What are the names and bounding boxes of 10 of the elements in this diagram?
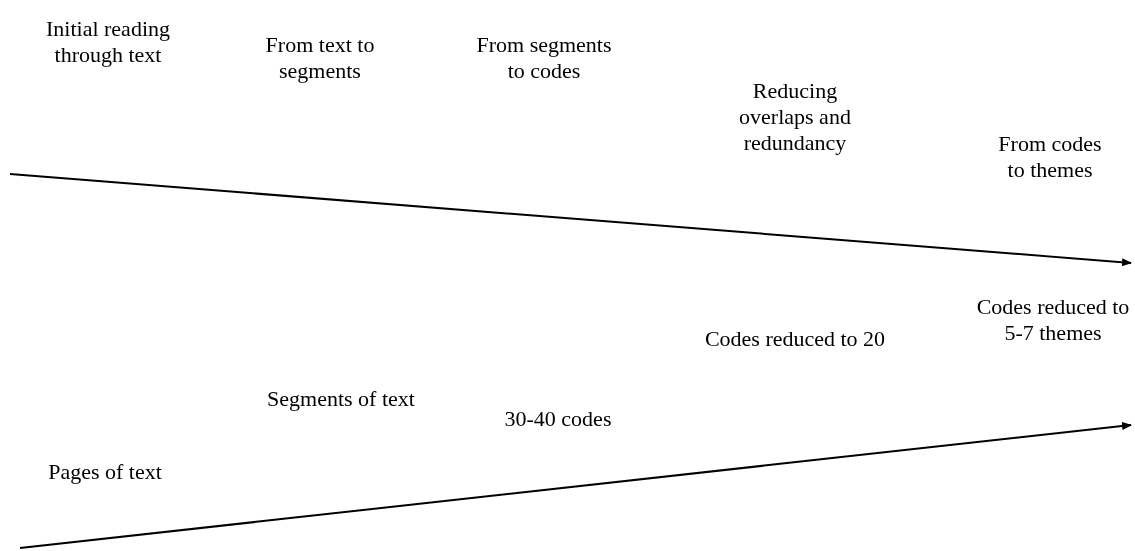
stage-label: Codes reduced to 20 bbox=[703, 326, 887, 352]
stage-label: Pages of text bbox=[47, 459, 163, 485]
stage-label: Reducing overlaps and redundancy bbox=[739, 78, 851, 156]
stage-label: From segments to codes bbox=[475, 32, 613, 84]
stage-label: Segments of text bbox=[266, 386, 416, 412]
stage-label: Codes reduced to 5-7 themes bbox=[975, 294, 1131, 346]
stage-label: From codes to themes bbox=[997, 131, 1103, 183]
stage-label: 30-40 codes bbox=[503, 406, 613, 432]
stage-label: From text to segments bbox=[264, 32, 376, 84]
stage-label: Initial reading through text bbox=[45, 16, 171, 68]
